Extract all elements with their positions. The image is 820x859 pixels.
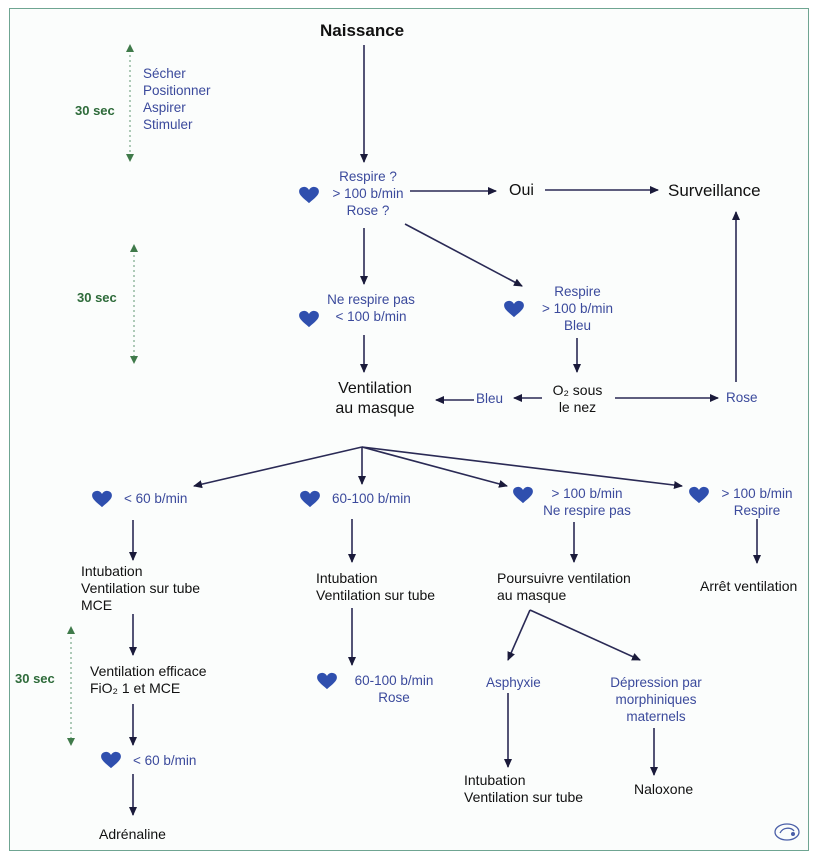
branch-lt60: < 60 b/min [124, 491, 188, 506]
timer-tick-2b [130, 356, 138, 364]
branch-gt100-ne-respire: > 100 b/min Ne respire pas [543, 486, 631, 518]
timer-tick-1a [126, 44, 134, 52]
node-naloxone: Naloxone [634, 781, 694, 797]
check-respire: Respire ? > 100 b/min Rose ? [332, 169, 404, 218]
arrow-poursuivre-depression [529, 609, 641, 661]
node-intubation-tube: Intubation Ventilation sur tube [316, 570, 436, 603]
heart-icon [300, 490, 320, 508]
node-bleu: Bleu [476, 391, 504, 406]
node-poursuivre: Poursuivre ventilation au masque [497, 570, 631, 603]
node-intubation-mce: Intubation Ventilation sur tube MCE [81, 563, 201, 613]
arrow-check-respirebleu [404, 223, 523, 287]
node-surveillance: Surveillance [668, 181, 761, 200]
timer-label-2: 30 sec [77, 290, 117, 305]
heart-icon [513, 486, 533, 504]
timer-tick-1b [126, 154, 134, 162]
branch-gt100-respire: > 100 b/min Respire [721, 486, 793, 518]
node-intubation-tube-2: Intubation Ventilation sur tube [464, 772, 584, 805]
arrow-vent-b3 [361, 446, 508, 488]
timer-tick-3b [67, 738, 75, 746]
node-oui: Oui [509, 182, 534, 199]
node-adrenaline: Adrénaline [99, 826, 166, 842]
arrow-vent-b4 [361, 446, 683, 490]
node-rose: Rose [726, 390, 758, 405]
initial-steps: Sécher Positionner Aspirer Stimuler [143, 66, 211, 132]
node-respire-bleu: Respire > 100 b/min Bleu [542, 284, 613, 333]
timer-tick-2a [130, 244, 138, 252]
branch-60-100: 60-100 b/min [332, 491, 411, 506]
heart-icon [299, 186, 319, 204]
node-ne-respire-pas: Ne respire pas < 100 b/min [327, 292, 415, 324]
arrow-vent-b1 [193, 446, 363, 489]
node-ventilation-masque: Ventilation au masque [335, 380, 415, 417]
heart-icon [92, 490, 112, 508]
timer-tick-3a [67, 626, 75, 634]
arrow-poursuivre-asphyxie [507, 609, 531, 661]
node-lt60-b: < 60 b/min [133, 753, 197, 768]
timer-label-3: 30 sec [15, 671, 55, 686]
title-naissance: Naissance [320, 21, 405, 40]
node-o2-sous-nez: O₂ sous le nez [552, 382, 603, 415]
publisher-logo-icon [774, 823, 800, 841]
heart-icon [317, 672, 337, 690]
heart-icon [299, 310, 319, 328]
heart-icon [504, 300, 524, 318]
timer-label-1: 30 sec [75, 103, 115, 118]
node-depression: Dépression par morphiniques maternels [610, 675, 702, 724]
node-60-100-rose: 60-100 b/min Rose [354, 673, 434, 705]
heart-icon [101, 751, 121, 769]
node-arret-ventilation: Arrêt ventilation [700, 578, 798, 594]
heart-icon [689, 486, 709, 504]
diagram-frame [9, 8, 809, 851]
node-ventilation-efficace: Ventilation efficace FiO₂ 1 et MCE [90, 663, 207, 696]
node-asphyxie: Asphyxie [486, 675, 541, 690]
